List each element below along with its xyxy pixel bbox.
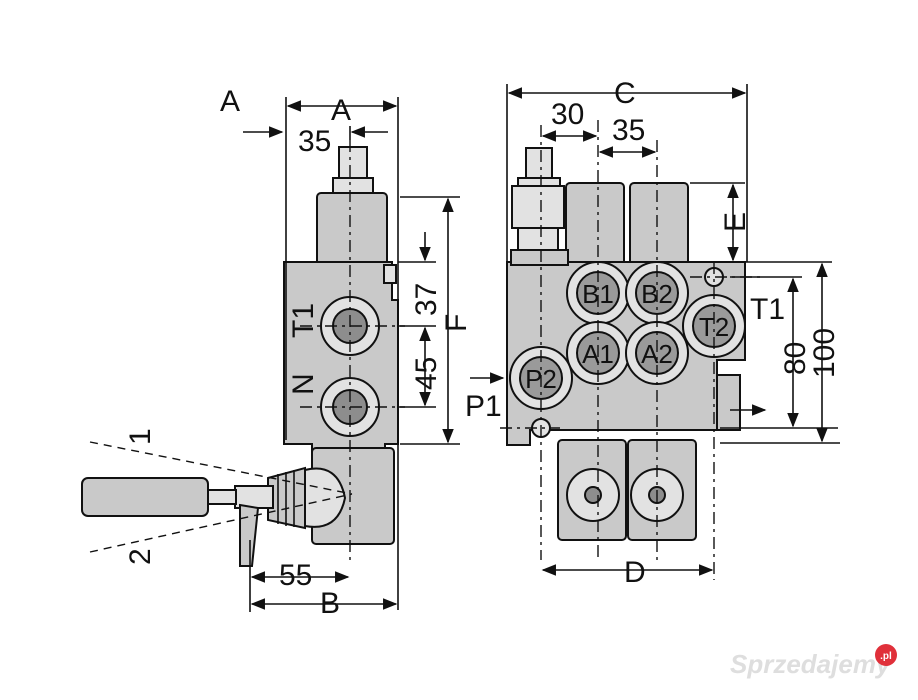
side-view: A A 35 37 F 45 T1 N 1 2 55 B: [81, 85, 473, 620]
dim-c-ext: [506, 84, 748, 262]
label-dim-45: 45: [410, 357, 443, 390]
label-p1: P1: [465, 390, 502, 423]
side-lever-link: [239, 503, 260, 567]
side-lever-boot: [304, 467, 347, 528]
watermark: Sprzedajemy .pl: [730, 644, 897, 679]
label-dim-35-front: 35: [612, 114, 645, 147]
dim-f-ext: [400, 196, 460, 445]
label-dim-b: B: [320, 587, 340, 620]
label-dim-35-side: 35: [298, 125, 331, 158]
label-dim-d: D: [624, 556, 646, 589]
watermark-suffix: .pl: [880, 651, 892, 662]
label-t1-front: T1: [750, 293, 785, 326]
label-dim-55: 55: [279, 559, 312, 592]
dim-80-100-ext: [720, 261, 840, 444]
front-top-block: [511, 185, 565, 229]
side-centerlines-ports: [300, 325, 405, 408]
watermark-text: Sprzedajemy: [730, 649, 892, 679]
side-spool-cap: [316, 192, 388, 266]
front-side-plate: [510, 249, 569, 266]
front-view: C 30 35 E T1 80 100 P1 D B1 B2 A1 A2 T2 …: [465, 77, 841, 589]
label-port-a2: A2: [641, 339, 673, 369]
label-dim-a-inner: A: [331, 94, 351, 127]
side-small-boss: [383, 264, 397, 284]
label-dim-f: F: [440, 314, 473, 332]
label-port-p2: P2: [525, 364, 557, 394]
side-top-fitting: [338, 146, 368, 182]
label-lever-pos-1: 1: [124, 428, 157, 445]
front-right-tab: [716, 374, 741, 431]
watermark-badge: [875, 644, 897, 666]
label-dim-100: 100: [808, 328, 841, 378]
label-port-n: N: [287, 373, 320, 395]
lever-swing-line-2: [89, 493, 353, 553]
front-spool-cap-1: [565, 182, 625, 270]
label-port-b1: B1: [582, 279, 614, 309]
front-spool-cap-2: [629, 182, 689, 270]
lever-swing-line-1: [89, 441, 353, 495]
side-lever-handle: [81, 477, 209, 517]
front-lower-plug-1-center: [584, 486, 602, 504]
side-lever-rod: [205, 489, 237, 505]
label-dim-30: 30: [551, 98, 584, 131]
label-dim-c: C: [614, 77, 636, 110]
front-top-fitting: [525, 147, 553, 181]
label-dim-e: E: [719, 212, 752, 232]
dim-37-45-ext: [398, 261, 436, 408]
label-dim-a-outer: A: [220, 85, 240, 118]
label-dim-37: 37: [410, 283, 443, 316]
label-port-t1-side: T1: [287, 303, 320, 338]
label-lever-pos-2: 2: [124, 548, 157, 565]
label-port-t2: T2: [699, 312, 729, 342]
label-dim-80: 80: [779, 342, 812, 375]
label-port-b2: B2: [641, 279, 673, 309]
front-top-collar: [517, 227, 559, 251]
label-port-a1: A1: [582, 339, 614, 369]
